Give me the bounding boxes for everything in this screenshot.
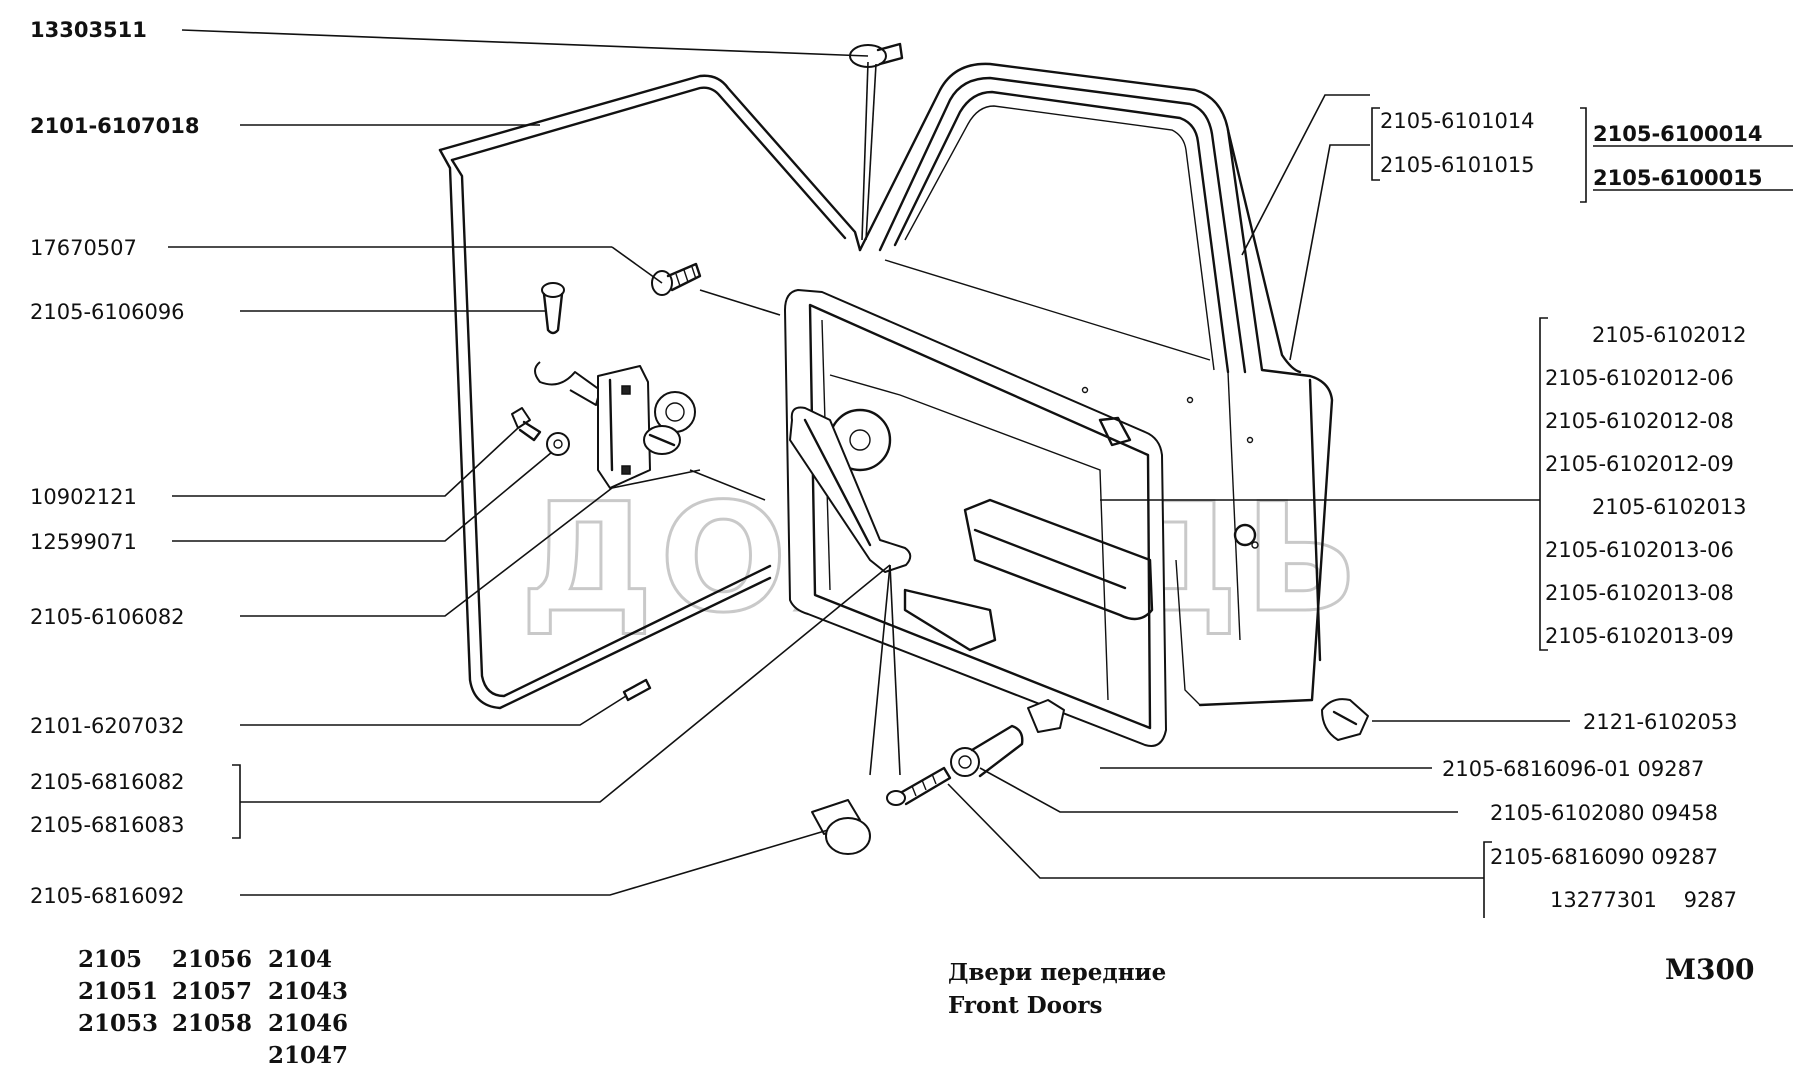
part-label: 2105-6106096 <box>30 300 185 324</box>
clip-2105-6816096-01 <box>1027 699 1065 733</box>
model-table: 2105 21056 2104 21051 21057 21043 21053 … <box>78 946 348 1069</box>
part-label: 2105-6816090 09287 <box>1490 845 1718 869</box>
part-label: 2105-6102013-06 <box>1545 538 1734 562</box>
part-label: 10902121 <box>30 485 137 509</box>
door-trim-panel <box>784 289 1167 747</box>
title-en: Front Doors <box>948 992 1102 1019</box>
model-number: 21053 <box>78 1010 158 1037</box>
model-number: 21057 <box>172 978 252 1005</box>
part-label: 2101-6207032 <box>30 714 185 738</box>
part-label: 2105-6102013-08 <box>1545 581 1734 605</box>
model-number: 2104 <box>268 946 332 973</box>
part-label: 2105-6102012-06 <box>1545 366 1734 390</box>
pin-2105-6106096 <box>541 282 565 335</box>
part-label: 2105-6816082 <box>30 770 185 794</box>
part-label: 2105-6102080 09458 <box>1490 801 1718 825</box>
pin-2101-6207032 <box>622 678 652 702</box>
part-label: 2105-6102012-09 <box>1545 452 1734 476</box>
model-number: 21047 <box>268 1042 348 1069</box>
model-number: 21058 <box>172 1010 252 1037</box>
part-label: 17670507 <box>30 236 137 260</box>
door-frame <box>858 62 1334 707</box>
leader-lines <box>168 29 1570 896</box>
part-label: 13303511 <box>30 18 147 42</box>
door-lock <box>534 361 696 489</box>
part-label: 13277301 9287 <box>1550 888 1737 912</box>
screw-17670507 <box>651 262 702 296</box>
bolt-10902121 <box>511 407 542 442</box>
door-seal <box>438 74 862 710</box>
part-label: 2105-6816092 <box>30 884 185 908</box>
part-label: 2105-6101015 <box>1380 153 1535 177</box>
part-label: 2105-6102013 <box>1592 495 1747 519</box>
model-number: 2105 <box>78 946 142 973</box>
model-number: 21046 <box>268 1010 348 1037</box>
model-number: 21056 <box>172 946 252 973</box>
part-label: 2105-6816096-01 09287 <box>1442 757 1704 781</box>
part-label: 2105-6106082 <box>30 605 185 629</box>
title-ru: Двери передние <box>948 959 1166 986</box>
page-code: M300 <box>1665 953 1754 986</box>
part-label: 2105-6100014 <box>1593 122 1762 146</box>
model-number: 21043 <box>268 978 348 1005</box>
washer-12599071 <box>546 432 570 456</box>
part-label: 2105-6102013-09 <box>1545 624 1734 648</box>
plug-2105-6816092 <box>811 799 871 855</box>
brackets <box>232 107 1793 918</box>
screw-2105-6816090 <box>886 766 952 806</box>
part-label: 2105-6102012-08 <box>1545 409 1734 433</box>
labels-right-top: 2105-6101014 2105-6101015 2105-6100014 2… <box>1380 109 1762 190</box>
clip-2121-6102053 <box>1321 698 1369 741</box>
labels-right-list: 2105-6102012 2105-6102012-06 2105-610201… <box>1545 323 1747 648</box>
part-label: 2105-6102012 <box>1592 323 1747 347</box>
part-label: 2105-6100015 <box>1593 166 1762 190</box>
part-label: 12599071 <box>30 530 137 554</box>
part-label: 2121-6102053 <box>1583 710 1738 734</box>
bushing-2105-6102080 <box>950 724 1024 778</box>
part-label: 2105-6816083 <box>30 813 185 837</box>
armrest <box>789 406 912 573</box>
part-label: 2105-6101014 <box>1380 109 1535 133</box>
labels-left: 13303511 2101-6107018 17670507 2105-6106… <box>30 18 199 908</box>
part-label: 2101-6107018 <box>30 114 199 138</box>
model-number: 21051 <box>78 978 158 1005</box>
labels-right-bottom: 2121-6102053 2105-6816096-01 09287 2105-… <box>1442 710 1738 912</box>
